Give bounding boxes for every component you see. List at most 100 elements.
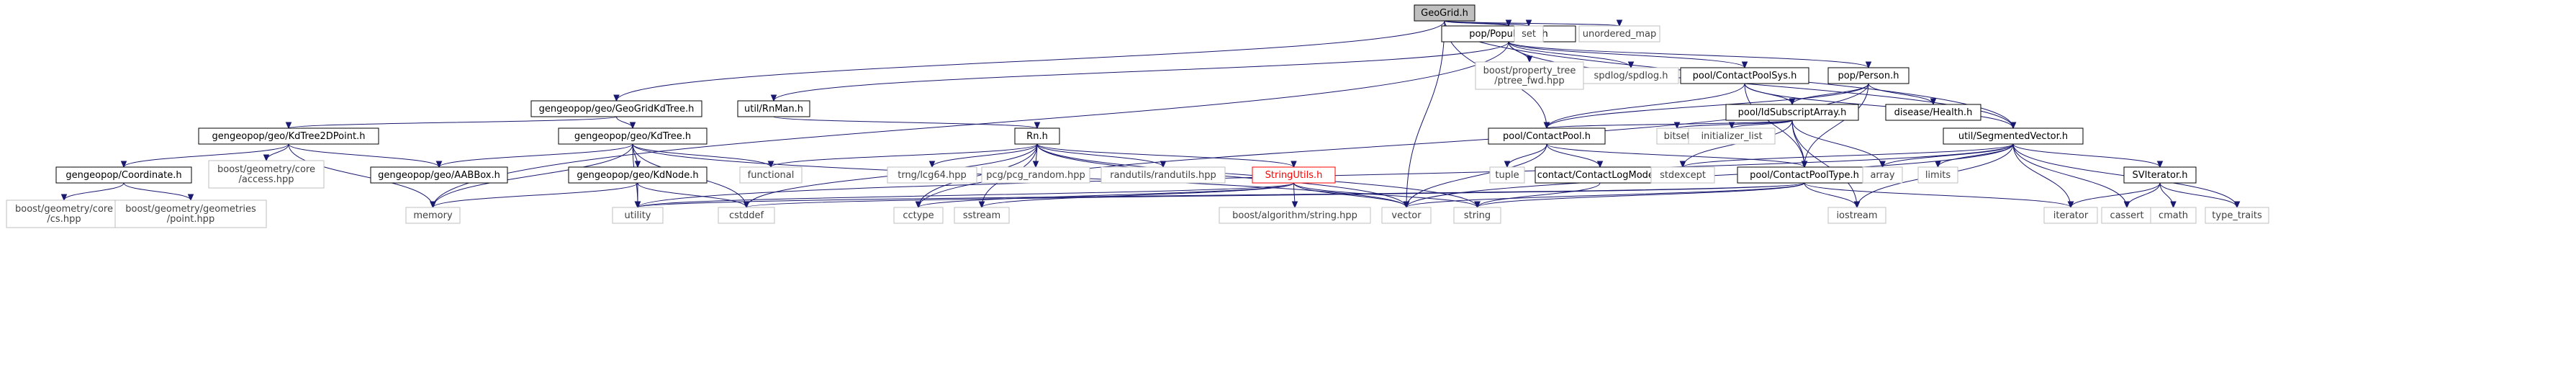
node-label: /ptree_fwd.hpp [1494, 76, 1564, 86]
edge-arrowhead [1879, 161, 1886, 169]
node-label: disease/Health.h [1894, 107, 1973, 118]
node-label: cmath [2159, 210, 2188, 221]
edge-geogrid-to-kdtree_gg [613, 20, 1445, 102]
node-cptype[interactable]: pool/ContactPoolType.h [1737, 166, 1872, 184]
node-label: boost/algorithm/string.hpp [1232, 210, 1357, 221]
node-label: util/RnMan.h [744, 104, 803, 115]
edge-line [1804, 83, 1869, 168]
edge-idsub-to-initializer_list [1728, 120, 1793, 130]
edge-arrowhead [120, 161, 127, 169]
node-idsub[interactable]: pool/IdSubscriptArray.h [1725, 104, 1859, 121]
node-box [2150, 207, 2197, 224]
node-population[interactable]: pop/Population.h [1441, 25, 1576, 42]
edge-line [1506, 143, 1547, 168]
node-kdnode[interactable]: gengeopop/geo/KdNode.h [568, 166, 708, 184]
edge-arrowhead [1596, 161, 1604, 169]
node-stringutils[interactable]: StringUtils.h [1252, 166, 1336, 184]
edge-arrowhead [1673, 122, 1681, 130]
edge-line [2070, 182, 2161, 208]
node-rnman[interactable]: util/RnMan.h [737, 100, 810, 117]
edge-line [931, 143, 1038, 168]
edge-segvec-to-array [1879, 143, 2014, 169]
edge-line [123, 182, 191, 201]
node-label: randutils/randutils.hpp [1110, 170, 1216, 181]
node-label: pool/IdSubscriptArray.h [1738, 107, 1847, 118]
node-stdexcept: stdexcept [1650, 166, 1715, 184]
node-set: set [1514, 25, 1544, 42]
node-initializer_list: initializer_list [1688, 127, 1776, 145]
edge-line [637, 182, 747, 208]
node-box [114, 200, 267, 228]
node-cctype: cctype [893, 207, 944, 224]
edge-line [1868, 83, 1934, 105]
edge-line [1791, 120, 1805, 168]
edge-arrowhead [2170, 201, 2177, 209]
node-iostream: iostream [1827, 207, 1886, 224]
node-rn[interactable]: Rn.h [1014, 127, 1060, 145]
edge-stringutils-to-sstream [978, 182, 1294, 209]
edge-line [918, 143, 1038, 208]
edge-arrowhead [2067, 201, 2074, 209]
node-label: /access.hpp [238, 174, 294, 185]
node-geogrid[interactable]: GeoGrid.h [1414, 4, 1475, 22]
node-person[interactable]: pop/Person.h [1827, 67, 1910, 84]
edge-idsub-to-array [1791, 120, 1886, 169]
node-logmode[interactable]: contact/ContactLogMode.h [1535, 166, 1666, 184]
edge-line [433, 182, 638, 208]
node-tuple: tuple [1489, 166, 1525, 184]
edge-line [1444, 20, 1529, 27]
edge-arrowhead [1291, 161, 1297, 169]
node-kdtree[interactable]: gengeopop/geo/KdTree.h [558, 127, 708, 145]
node-label: bitset [1664, 131, 1691, 142]
edge-line [2012, 143, 2161, 168]
edge-line [288, 143, 433, 208]
edge-line [1036, 143, 1164, 168]
node-coordinate[interactable]: gengeopop/Coordinate.h [55, 166, 192, 184]
node-label: /cs.hpp [47, 214, 81, 225]
node-box [1489, 166, 1525, 184]
edge-line [1444, 20, 1620, 27]
edge-line [1293, 182, 1478, 208]
edge-contactpoolsys-to-contactpool [1543, 83, 1745, 130]
edge-cptype-to-vector [1403, 182, 1805, 209]
node-label: boost/geometry/core [15, 204, 113, 215]
edge-line [1508, 41, 1869, 68]
node-box [370, 166, 508, 184]
edge-kdtree_gg-to-kdtree [616, 116, 636, 130]
edge-arrowhead [2233, 201, 2241, 209]
node-segvec[interactable]: util/SegmentedVector.h [1943, 127, 2084, 145]
node-cmath: cmath [2150, 207, 2197, 224]
node-label: gengeopop/geo/AABBox.h [378, 170, 500, 181]
edge-cptype-to-string [1474, 182, 1805, 209]
edge-kd2d-to-access [263, 143, 289, 162]
node-label: stdexcept [1660, 170, 1706, 181]
edge-arrowhead [263, 154, 270, 162]
node-kdtree_gg[interactable]: gengeopop/geo/GeoGridKdTree.h [530, 100, 702, 117]
node-health[interactable]: disease/Health.h [1885, 104, 1981, 121]
node-box [198, 127, 379, 145]
edge-population-to-person [1508, 41, 1872, 69]
node-sviterator[interactable]: SVIterator.h [2123, 166, 2197, 184]
edge-arrowhead [1291, 201, 1298, 209]
edge-line [1477, 182, 1601, 208]
edge-logmode-to-string [1474, 182, 1601, 209]
edge-arrowhead [285, 122, 292, 130]
edge-segvec-to-sviterator [2012, 143, 2164, 169]
edge-arrowhead [1403, 201, 1410, 209]
node-array: array [1862, 166, 1903, 184]
node-label: functional [748, 170, 795, 181]
node-aabbox[interactable]: gengeopop/geo/AABBox.h [370, 166, 508, 184]
node-kd2d[interactable]: gengeopop/geo/KdTree2DPoint.h [198, 127, 379, 145]
edge-line [770, 143, 1038, 168]
node-label: boost/geometry/core [217, 164, 315, 175]
edge-line [1546, 83, 1869, 129]
node-cstddef: cstddef [718, 207, 775, 224]
node-contactpoolsys[interactable]: pool/ContactPoolSys.h [1680, 67, 1809, 84]
node-box [1943, 127, 2084, 145]
edge-arrowhead [1789, 98, 1796, 106]
node-label: pop/Person.h [1838, 71, 1899, 81]
edge-line [438, 143, 633, 168]
node-box [2205, 207, 2269, 224]
node-label: GeoGrid.h [1421, 8, 1468, 19]
node-contactpool[interactable]: pool/ContactPool.h [1488, 127, 1606, 145]
